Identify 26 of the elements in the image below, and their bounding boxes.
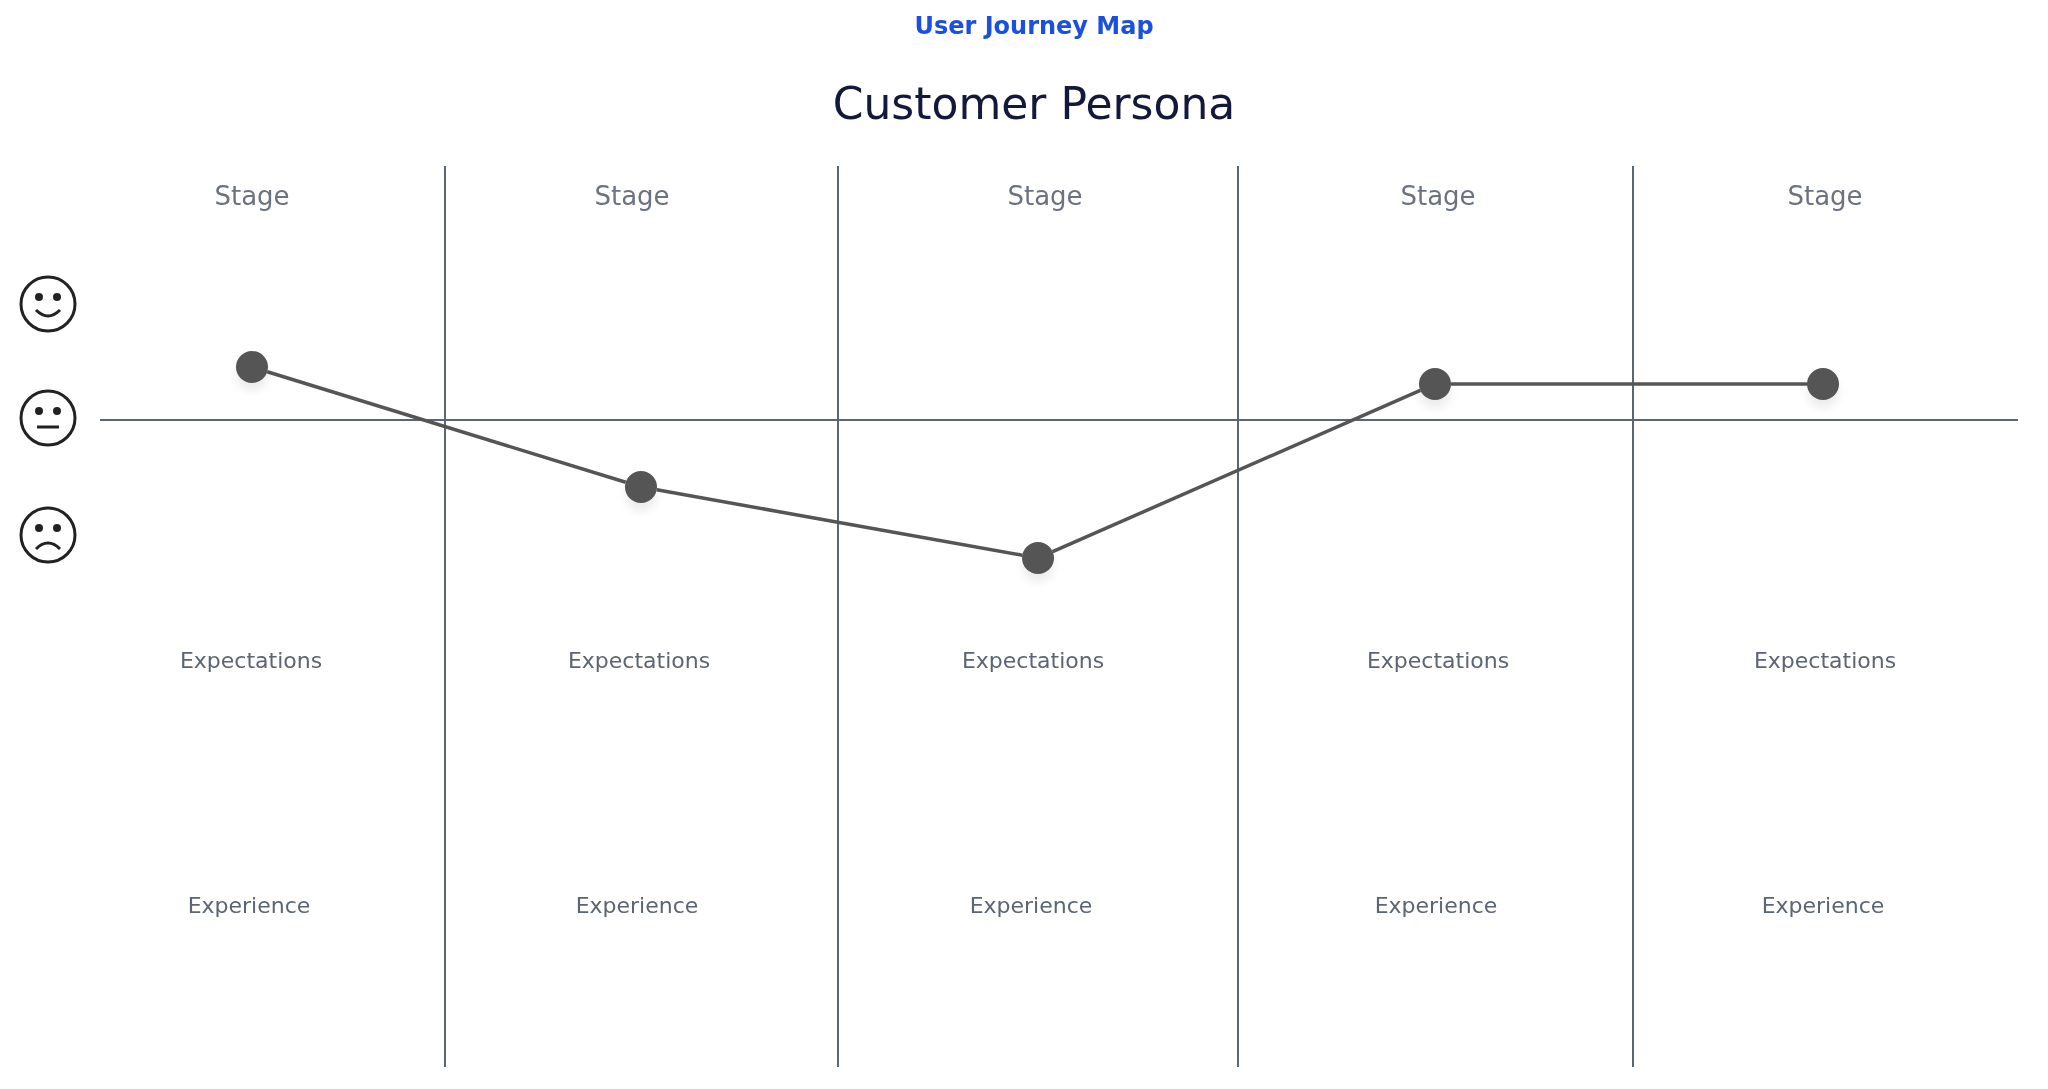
stage-heading: Stage bbox=[1400, 181, 1476, 211]
expectations-label: Expectations bbox=[1366, 647, 1510, 673]
experience-label: Experience bbox=[1374, 892, 1498, 918]
journey-line bbox=[1051, 388, 1422, 554]
data-point bbox=[236, 351, 268, 383]
experience-label: Experience bbox=[1761, 892, 1885, 918]
stage-heading: Stage bbox=[594, 181, 670, 211]
expectations-label: Expectations bbox=[961, 647, 1105, 673]
experience-label: Experience bbox=[187, 892, 311, 918]
persona-heading: Customer Persona bbox=[832, 77, 1236, 129]
stage-heading: Stage bbox=[1787, 181, 1863, 211]
journey-line bbox=[266, 370, 627, 484]
experience-label: Experience bbox=[969, 892, 1093, 918]
journey-line bbox=[1451, 382, 1807, 386]
expectations-label: Expectations bbox=[567, 647, 711, 673]
data-point bbox=[625, 471, 657, 503]
stage-heading: Stage bbox=[1007, 181, 1083, 211]
experience-label: Experience bbox=[575, 892, 699, 918]
data-point bbox=[1807, 368, 1839, 400]
stage-heading: Stage bbox=[214, 181, 290, 211]
journey-line bbox=[656, 488, 1023, 557]
data-point bbox=[1419, 368, 1451, 400]
expectations-label: Expectations bbox=[179, 647, 323, 673]
data-point bbox=[1022, 542, 1054, 574]
title: User Journey Map bbox=[914, 12, 1154, 40]
expectations-label: Expectations bbox=[1753, 647, 1897, 673]
